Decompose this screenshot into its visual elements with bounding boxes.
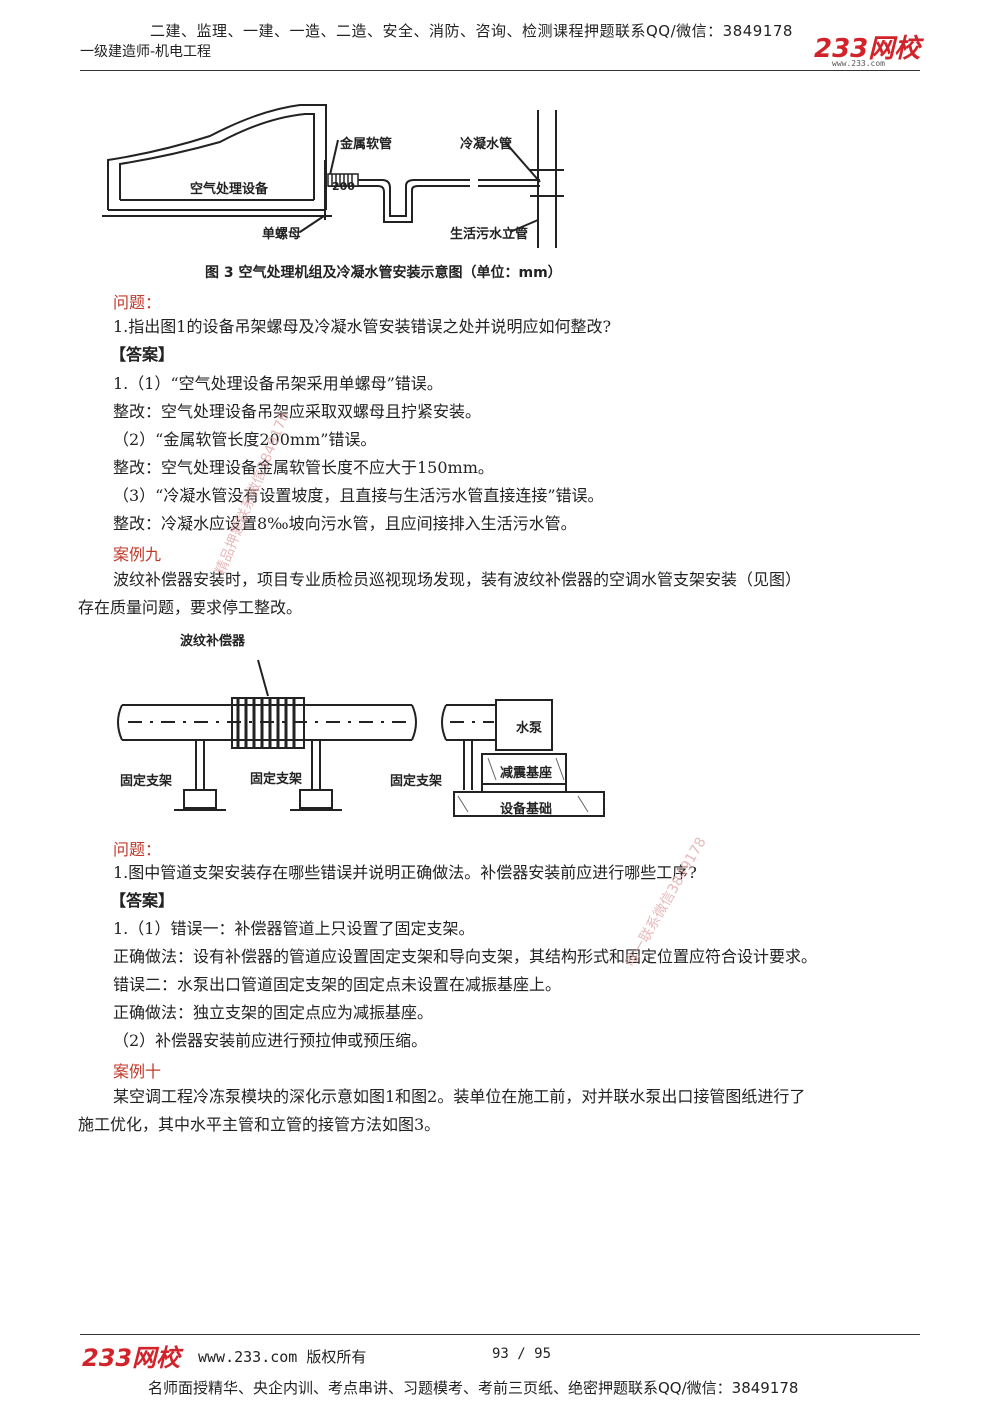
figure3-caption: 图 3 空气处理机组及冷凝水管安装示意图（单位：mm） [205, 265, 562, 281]
q1-answer-3: （2）“金属软管长度200mm”错误。 [113, 430, 377, 449]
logo-text: 233网校 [814, 34, 921, 64]
q2-answer-5: （2）补偿器安装前应进行预拉伸或预压缩。 [113, 1031, 428, 1050]
q1-answer-4: 整改：空气处理设备金属软管长度不应大于150mm。 [113, 458, 494, 477]
q2-answer-1: 1.（1）错误一：补偿器管道上只设置了固定支架。 [113, 919, 475, 938]
fig4-label-damper: 减震基座 [500, 766, 553, 781]
case9-para1: 波纹补偿器安装时，项目专业质检员巡视现场发现，装有波纹补偿器的空调水管支架安装（… [113, 570, 802, 589]
q1-answer-label: 【答案】 [110, 345, 175, 364]
footer-page: 93 / 95 [492, 1346, 552, 1362]
fig4-label-compensator: 波纹补偿器 [180, 634, 246, 649]
q1-answer-1: 1.（1）“空气处理设备吊架采用单螺母”错误。 [113, 374, 443, 393]
q1-question: 1.指出图1的设备吊架螺母及冷凝水管安装错误之处并说明应如何整改? [113, 317, 612, 336]
fig4-label-support-2: 固定支架 [250, 772, 303, 787]
case10-title: 案例十 [113, 1062, 162, 1081]
q2-answer-label: 【答案】 [110, 891, 175, 910]
fig4-label-support-3: 固定支架 [390, 774, 443, 789]
fig4-label-support-1: 固定支架 [120, 774, 173, 789]
q1-answer-2: 整改：空气处理设备吊架应采取双螺母且拧紧安装。 [113, 402, 482, 421]
header-logo: 233网校 www.233.com [814, 28, 924, 68]
q2-answer-3: 错误二：水泵出口管道固定支架的固定点未设置在减振基座上。 [113, 975, 562, 994]
q1-label: 问题： [113, 293, 162, 312]
footer-site: www.233.com 版权所有 [198, 1348, 367, 1366]
case10-para1: 某空调工程冷冻泵模块的深化示意如图1和图2。装单位在施工前，对并联水泵出口接管图… [113, 1087, 806, 1106]
fig4-label-pump: 水泵 [516, 721, 543, 736]
fig3-label-hose: 金属软管 [340, 137, 393, 152]
fig3-label-nut: 单螺母 [262, 227, 302, 242]
header-subtitle: 一级建造师-机电工程 [80, 44, 212, 60]
logo-url: www.233.com [832, 59, 885, 68]
fig3-label-condensate: 冷凝水管 [460, 137, 513, 152]
q2-answer-4: 正确做法：独立支架的固定点应为减振基座。 [113, 1003, 434, 1022]
header-rule [80, 70, 920, 71]
q1-answer-5: （3）“冷凝水管没有设置坡度，且直接与生活污水管直接连接”错误。 [113, 486, 604, 505]
case10-para2: 施工优化，其中水平主管和立管的接管方法如图3。 [78, 1115, 441, 1134]
fig3-label-dim: 200 [332, 180, 355, 193]
footer-bottom-line: 名师面授精华、央企内训、考点串讲、习题模考、考前三页纸、绝密押题联系QQ/微信：… [148, 1379, 799, 1397]
q2-answer-2: 正确做法：设有补偿器的管道应设置固定支架和导向支架，其结构形式和固定位置应符合设… [113, 947, 818, 966]
q2-question: 1.图中管道支架安装存在哪些错误并说明正确做法。补偿器安装前应进行哪些工序? [113, 863, 697, 882]
figure3-diagram [102, 104, 564, 248]
q1-answer-6: 整改：冷凝水应设置8‰坡向污水管，且应间接排入生活污水管。 [113, 514, 577, 533]
fig4-label-foundation: 设备基础 [500, 802, 553, 817]
case9-title: 案例九 [113, 545, 162, 564]
header-top-line: 二建、监理、一建、一造、二造、安全、消防、咨询、检测课程押题联系QQ/微信：38… [150, 22, 793, 40]
footer-logo: 233网校 [82, 1344, 181, 1372]
case9-para2: 存在质量问题，要求停工整改。 [78, 598, 303, 617]
q2-label: 问题： [113, 840, 162, 859]
footer-rule [80, 1334, 920, 1335]
fig3-label-ahu: 空气处理设备 [190, 182, 269, 197]
fig3-label-stack: 生活污水立管 [450, 227, 529, 242]
figure4-diagram [117, 659, 605, 817]
